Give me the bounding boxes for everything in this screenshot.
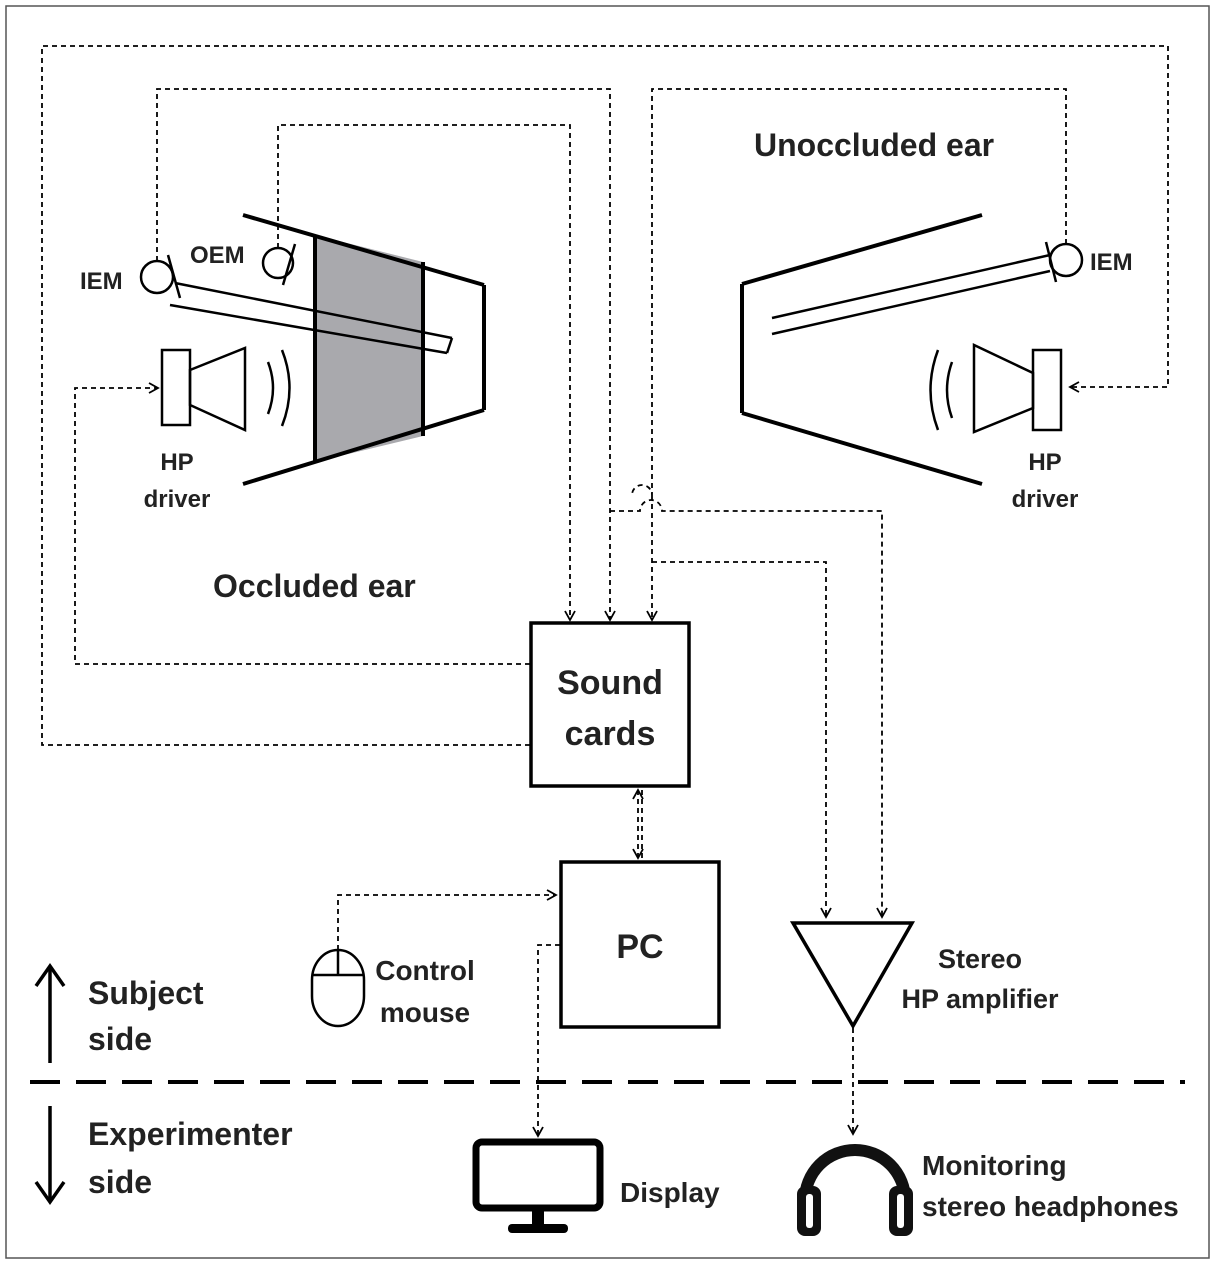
occluded-ear-label: Occluded ear bbox=[213, 568, 416, 604]
display-label: Display bbox=[620, 1177, 720, 1208]
figure-frame bbox=[5, 5, 1210, 1259]
hp-driver-right-line2: driver bbox=[1012, 486, 1079, 513]
iem-right-label: IEM bbox=[1090, 249, 1133, 276]
sound-cards-line1: Sound bbox=[557, 664, 663, 702]
experimenter-side-line1: Experimenter bbox=[88, 1116, 293, 1152]
experimenter-side-arrow-icon bbox=[34, 1106, 66, 1206]
pc-label: PC bbox=[616, 928, 663, 966]
sound-cards-line2: cards bbox=[565, 715, 656, 753]
pc-box bbox=[559, 860, 721, 1029]
control-mouse-line2: mouse bbox=[380, 997, 470, 1028]
occluded-ear bbox=[139, 213, 486, 486]
monitoring-line1: Monitoring bbox=[922, 1150, 1067, 1181]
mouse-icon bbox=[310, 948, 366, 1028]
unoccluded-ear-label: Unoccluded ear bbox=[754, 127, 994, 163]
signal-lines bbox=[41, 45, 1169, 1138]
subject-side-line2: side bbox=[88, 1021, 152, 1057]
headphones-icon bbox=[797, 1144, 913, 1236]
sound-cards-box bbox=[529, 621, 691, 788]
stereo-amp-line1: Stereo bbox=[938, 944, 1022, 974]
foam-earplug bbox=[315, 235, 423, 462]
subject-side-line1: Subject bbox=[88, 975, 204, 1011]
hp-driver-left-icon bbox=[160, 346, 291, 432]
monitoring-line2: stereo headphones bbox=[922, 1191, 1179, 1222]
subject-side-arrow-icon bbox=[34, 962, 66, 1063]
control-mouse-line1: Control bbox=[375, 955, 475, 986]
oem-label: OEM bbox=[190, 242, 245, 269]
stereo-amp-line2: HP amplifier bbox=[901, 984, 1059, 1014]
hp-driver-right-icon bbox=[929, 343, 1063, 434]
unoccluded-ear bbox=[740, 213, 1084, 486]
hp-driver-right-line1: HP bbox=[1028, 449, 1061, 476]
experimenter-side-line2: side bbox=[88, 1164, 152, 1200]
amplifier-icon bbox=[789, 921, 916, 1030]
iem-left-mic-icon bbox=[139, 259, 175, 295]
hp-driver-left-line1: HP bbox=[160, 449, 193, 476]
iem-left-label: IEM bbox=[80, 268, 123, 295]
hp-driver-left-line2: driver bbox=[144, 486, 211, 513]
display-icon bbox=[472, 1138, 604, 1233]
iem-right-mic-icon bbox=[1048, 242, 1084, 278]
